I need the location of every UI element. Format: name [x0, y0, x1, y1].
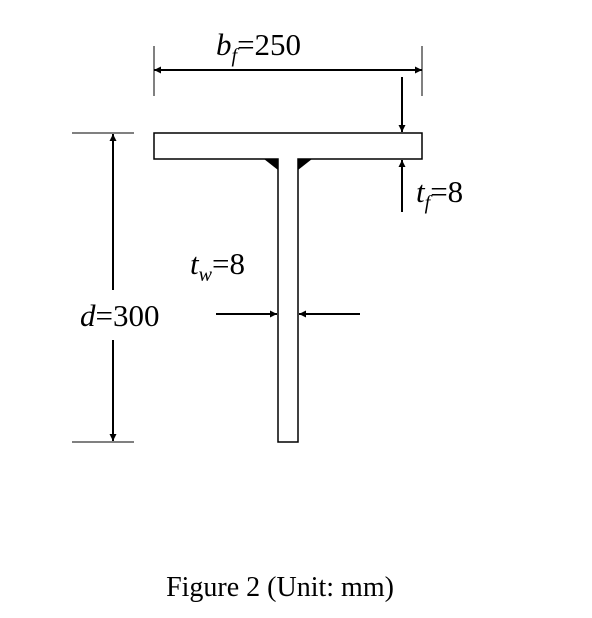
- weld-right: [298, 159, 312, 170]
- tw-label: tw=8: [190, 246, 245, 286]
- figure-caption: Figure 2 (Unit: mm): [166, 572, 394, 603]
- d-label: d=300: [80, 298, 159, 333]
- tf-label: tf=8: [416, 174, 463, 214]
- t-section-outline: [153, 132, 423, 443]
- weld-left: [264, 159, 278, 170]
- bf-label: bf=250: [216, 27, 301, 67]
